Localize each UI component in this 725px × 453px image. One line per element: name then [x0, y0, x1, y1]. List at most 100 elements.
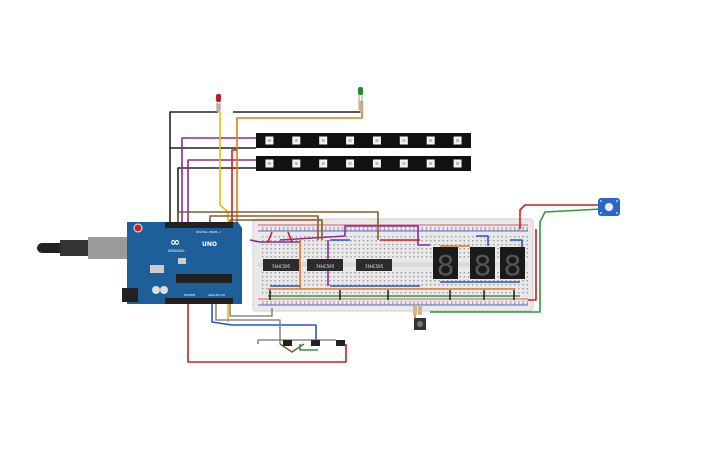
breadboard-hole [480, 227, 482, 229]
breadboard-hole [270, 236, 272, 238]
breadboard-hole [467, 272, 470, 274]
breadboard-hole [396, 301, 398, 303]
breadboard-hole [501, 236, 503, 238]
breadboard-hole [266, 227, 268, 229]
wire-grey-2 [215, 302, 281, 344]
breadboard-hole [514, 284, 516, 286]
breadboard-hole [341, 244, 344, 246]
wire-red-5 [267, 231, 293, 243]
breadboard-hole [509, 280, 512, 282]
breadboard-hole [514, 236, 516, 238]
breadboard-hole [308, 276, 310, 278]
breadboard-hole [497, 236, 499, 238]
transistor-1[interactable] [283, 340, 292, 346]
breadboard-hole [514, 244, 516, 246]
breadboard-hole [396, 248, 398, 250]
wire-red-2 [187, 302, 347, 363]
breadboard-hole [287, 252, 289, 254]
breadboard-hole [434, 284, 436, 286]
breadboard-hole [379, 248, 381, 250]
breadboard-hole [354, 280, 356, 282]
breadboard-hole [472, 303, 474, 305]
breadboard-hole [488, 284, 491, 286]
breadboard-hole [358, 272, 360, 274]
breadboard-hole [266, 240, 268, 242]
breadboard-hole [396, 292, 398, 294]
breadboard-hole [379, 292, 381, 294]
led-strip-2[interactable] [256, 156, 471, 171]
breadboard-hole [484, 284, 486, 286]
breadboard-hole [446, 280, 449, 282]
breadboard-hole [325, 229, 327, 231]
breadboard-hole [337, 280, 339, 282]
breadboard-hole [463, 227, 465, 229]
breadboard-hole [404, 227, 407, 229]
breadboard-hole [379, 301, 381, 303]
breadboard-hole [358, 227, 360, 229]
breadboard-hole [438, 303, 440, 305]
breadboard-hole [295, 256, 297, 258]
breadboard-hole [283, 252, 285, 254]
breadboard-hole [358, 276, 360, 278]
breadboard-hole [308, 252, 310, 254]
seven-segment-3[interactable]: 8 [500, 247, 525, 282]
arduino-uno[interactable]: ∞ UNO ARDUINO DIGITAL (PWM~) POWER ANALO… [37, 222, 242, 304]
breadboard-hole [270, 272, 272, 274]
transistor-2[interactable] [311, 340, 320, 346]
wire-blue-2 [510, 239, 523, 250]
shift-register-3[interactable]: 74HC595 [356, 259, 392, 271]
breadboard-hole [337, 244, 339, 246]
breadboard-hole [425, 227, 428, 229]
breadboard-hole [278, 284, 281, 286]
breadboard-hole [383, 244, 386, 246]
breadboard-hole [493, 280, 495, 282]
breadboard-hole [283, 276, 285, 278]
pushbutton[interactable] [414, 318, 426, 330]
transistor-3[interactable] [336, 340, 345, 346]
breadboard-hole [522, 280, 524, 282]
led-strip-1[interactable] [256, 133, 471, 148]
breadboard-hole [262, 288, 264, 290]
breadboard-hole [350, 244, 352, 246]
rgb-led-module[interactable] [598, 198, 620, 216]
breadboard-hole [404, 284, 407, 286]
breadboard-hole [455, 236, 457, 238]
breadboard-hole [270, 240, 272, 242]
breadboard-hole [455, 301, 457, 303]
breadboard-hole [459, 280, 461, 282]
breadboard-hole [509, 227, 512, 229]
breadboard-hole [341, 256, 344, 258]
breadboard-hole [312, 229, 314, 231]
breadboard-hole [262, 301, 264, 303]
breadboard-hole [442, 227, 444, 229]
breadboard-hole [262, 280, 264, 282]
breadboard-hole [526, 280, 528, 282]
breadboard-hole [488, 236, 491, 238]
breadboard-hole [350, 256, 352, 258]
wire-red-1 [231, 149, 237, 222]
shift-register-2[interactable]: 74HC595 [307, 259, 343, 271]
breadboard-hole [421, 276, 423, 278]
seven-segment-2[interactable]: 8 [470, 247, 495, 282]
breadboard-hole [283, 280, 285, 282]
breadboard-hole [417, 284, 419, 286]
breadboard-hole [283, 301, 285, 303]
seven-segment-1[interactable]: 8 [433, 247, 458, 282]
shift-register-1[interactable]: 74HC595 [263, 259, 299, 271]
breadboard-hole [526, 303, 528, 305]
breadboard-hole [333, 303, 335, 305]
breadboard-hole [396, 284, 398, 286]
breadboard-hole [304, 236, 306, 238]
breadboard-hole [371, 252, 373, 254]
breadboard-hole [392, 252, 394, 254]
breadboard-hole [379, 276, 381, 278]
breadboard-hole [341, 280, 344, 282]
breadboard-hole [526, 292, 528, 294]
breadboard-hole [472, 244, 474, 246]
breadboard-hole [442, 301, 444, 303]
breadboard-hole [505, 236, 507, 238]
breadboard-hole [434, 229, 436, 231]
breadboard-hole [320, 252, 323, 254]
breadboard-hole [480, 292, 482, 294]
breadboard-hole [270, 252, 272, 254]
